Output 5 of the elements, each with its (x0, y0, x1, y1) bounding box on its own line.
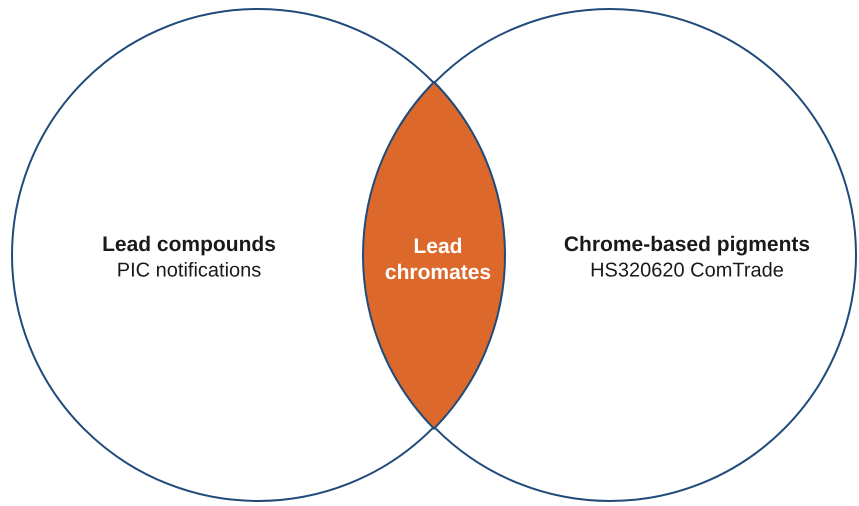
set-heading: Lead chromates (384, 234, 492, 286)
set-heading: Lead compounds (102, 232, 276, 258)
set-source: PIC notifications (116, 258, 262, 284)
set-heading: Chrome-based pigments (564, 232, 810, 258)
set-source: HS320620 ComTrade (590, 258, 784, 284)
